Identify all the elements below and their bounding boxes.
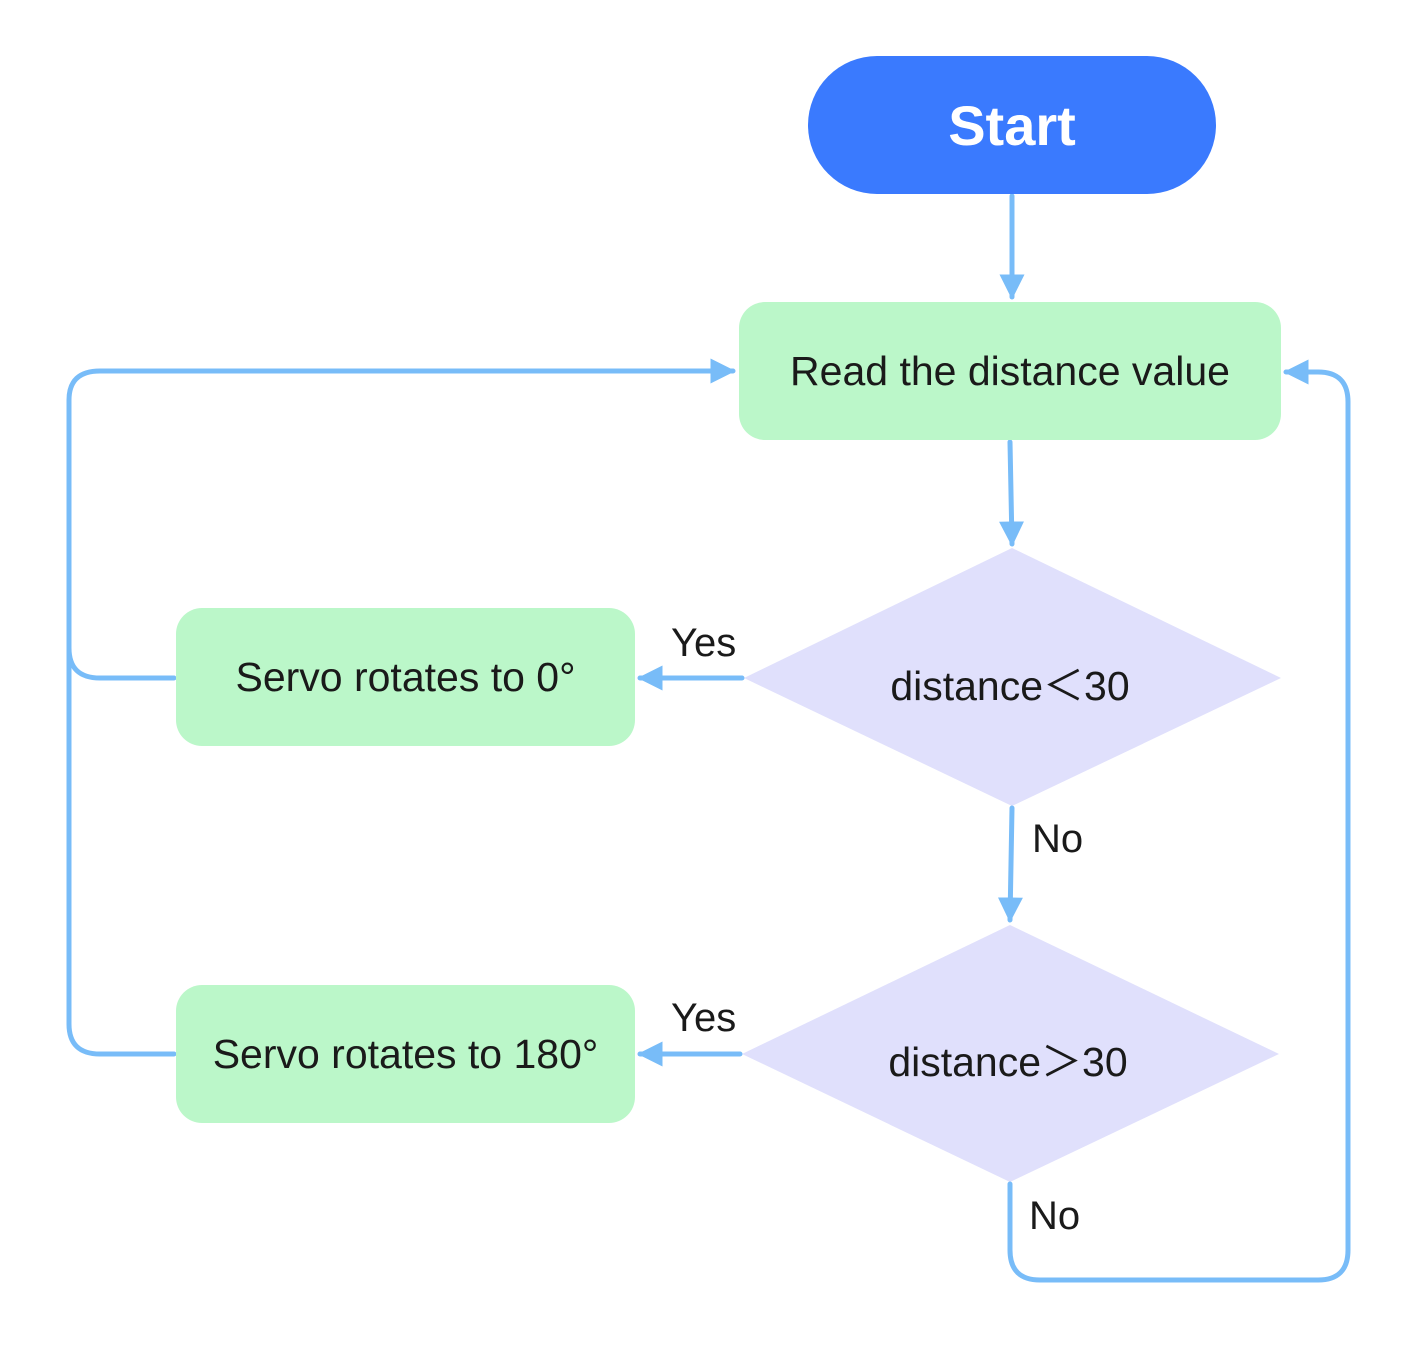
edge-label-gt-no: No — [1029, 1194, 1081, 1238]
decision-greater-than-label: distance＞30 — [888, 1039, 1128, 1085]
connector-servo0-loop — [66, 358, 736, 681]
start-terminal[interactable]: Start — [808, 56, 1216, 194]
edge-label-gt-yes: Yes — [671, 996, 737, 1040]
connector-decision-lt-no — [997, 805, 1023, 923]
decision-less-than-label: distance＜30 — [890, 663, 1130, 709]
decision-diamond-greater-than[interactable] — [742, 925, 1279, 1182]
decision-diamond-less-than[interactable] — [744, 548, 1281, 806]
read-distance-process[interactable]: Read the distance value — [739, 302, 1281, 440]
edge-label-lt-yes: Yes — [671, 621, 737, 665]
servo-0-process[interactable]: Servo rotates to 0° — [176, 608, 635, 746]
connector-read-to-decision-lt — [999, 439, 1025, 547]
connector-decision-gt-no-loop — [1007, 359, 1351, 1283]
connector-servo180-loop — [66, 647, 177, 1057]
edge-label-lt-no: No — [1032, 817, 1084, 861]
servo-180-process[interactable]: Servo rotates to 180° — [176, 985, 635, 1123]
